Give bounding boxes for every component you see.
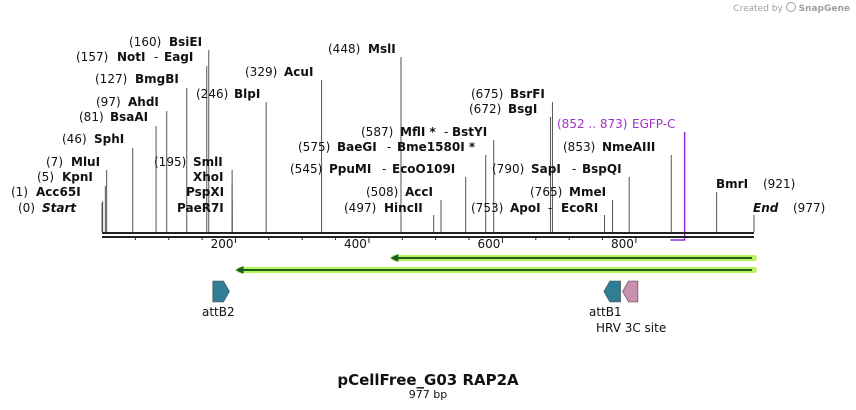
label-ecori[interactable]: EcoRI [561, 201, 598, 215]
label-mfli[interactable]: MflI * [400, 125, 436, 139]
label-paer7i[interactable]: PaeR7I [177, 201, 224, 215]
label-pos-5: (5) [37, 170, 54, 184]
orf-arrowhead-1[interactable] [235, 266, 244, 274]
ruler-label-200: 200 [211, 237, 234, 251]
label-ecoo109i[interactable]: EcoO109I [392, 162, 455, 176]
ruler-ticks: 200 400 600 800 [134, 237, 637, 251]
label-smli[interactable]: SmlI [193, 155, 223, 169]
label-apoi[interactable]: ApoI [510, 201, 541, 215]
snapgene-credit: Created by SnapGene [733, 2, 850, 14]
label-mlui[interactable]: MluI [71, 155, 100, 169]
label-dash: - [382, 162, 386, 176]
label-pos-508: (508) [366, 185, 398, 199]
label-pos-81: (81) [79, 110, 104, 124]
label-start[interactable]: Start [42, 201, 77, 215]
label-pspxi[interactable]: PspXI [186, 185, 224, 199]
label-bspqi[interactable]: BspQI [582, 162, 622, 176]
feature-arrow-2[interactable] [622, 280, 639, 303]
label-pos-587: (587) [361, 125, 393, 139]
snapgene-logo-icon [785, 2, 796, 12]
label-sphi[interactable]: SphI [94, 132, 124, 146]
map-subtitle: 977 bp [409, 388, 447, 401]
label-msli[interactable]: MslI [368, 42, 396, 56]
orf-arrows [235, 254, 757, 274]
feature-arrows [212, 280, 639, 303]
label-acci[interactable]: AccI [405, 185, 433, 199]
label-dash: - [444, 125, 448, 139]
label-pos-160: (160) [129, 35, 161, 49]
label-dash: - [548, 201, 552, 215]
feature-label-attb1: attB1 [589, 305, 622, 319]
label-sapi[interactable]: SapI [531, 162, 561, 176]
label-pos-545: (545) [290, 162, 322, 176]
label-pos-157: (157) [76, 50, 108, 64]
label-kpni[interactable]: KpnI [62, 170, 93, 184]
label-ppumi[interactable]: PpuMI [329, 162, 371, 176]
label-pos-127: (127) [95, 72, 127, 86]
feature-label-hrv3c: HRV 3C site [596, 321, 666, 335]
label-bsrfi[interactable]: BsrFI [510, 87, 545, 101]
feature-arrow-1[interactable] [603, 280, 621, 303]
label-bme1580i[interactable]: Bme1580I * [397, 140, 476, 154]
primer-name[interactable]: EGFP-C [632, 117, 675, 131]
label-acc65i[interactable]: Acc65I [36, 185, 81, 199]
ruler-label-600: 600 [478, 237, 501, 251]
label-pos-765: (765) [530, 185, 562, 199]
label-pos-853: (853) [563, 140, 595, 154]
label-bmri[interactable]: BmrI [716, 177, 748, 191]
enzyme-site-lines [101, 50, 755, 232]
label-bsaai[interactable]: BsaAI [110, 110, 148, 124]
label-pos-0: (0) [18, 201, 35, 215]
label-eagi[interactable]: EagI [164, 50, 193, 64]
label-pos-329: (329) [245, 65, 277, 79]
label-mmei[interactable]: MmeI [569, 185, 606, 199]
label-noti[interactable]: NotI [117, 50, 146, 64]
label-pos-195: (195) [154, 155, 186, 169]
label-pos-1: (1) [11, 185, 28, 199]
label-pos-497: (497) [344, 201, 376, 215]
label-acui[interactable]: AcuI [284, 65, 313, 79]
label-hincii[interactable]: HincII [384, 201, 423, 215]
label-pos-977: (977) [793, 201, 825, 215]
label-dash: - [154, 50, 158, 64]
label-blpi[interactable]: BlpI [234, 87, 260, 101]
label-pos-575: (575) [298, 140, 330, 154]
label-xhoi[interactable]: XhoI [193, 170, 224, 184]
feature-label-attb2: attB2 [202, 305, 235, 319]
label-nmeaiii[interactable]: NmeAIII [602, 140, 655, 154]
label-bstyi[interactable]: BstYI [452, 125, 487, 139]
sequence-backbone [102, 232, 754, 238]
label-pos-790: (790) [492, 162, 524, 176]
label-bmgbi[interactable]: BmgBI [135, 72, 179, 86]
label-pos-753: (753) [471, 201, 503, 215]
label-bsgi[interactable]: BsgI [508, 102, 537, 116]
primer-arrow[interactable] [670, 132, 686, 241]
feature-arrow-0[interactable] [212, 280, 230, 303]
label-pos-97: (97) [96, 95, 121, 109]
label-pos-46: (46) [62, 132, 87, 146]
label-pos-246: (246) [196, 87, 228, 101]
label-ahdi[interactable]: AhdI [128, 95, 159, 109]
label-pos-921: (921) [763, 177, 795, 191]
ruler-label-400: 400 [344, 237, 367, 251]
label-baegi[interactable]: BaeGI [337, 140, 377, 154]
ruler-label-800: 800 [611, 237, 634, 251]
label-pos-675: (675) [471, 87, 503, 101]
label-pos-672: (672) [469, 102, 501, 116]
label-pos-448: (448) [328, 42, 360, 56]
enzyme-labels: (0) Start (1) Acc65I (5) KpnI (7) MluI (… [11, 35, 825, 215]
label-bsiei[interactable]: BsiEI [169, 35, 202, 49]
orf-arrowhead-0[interactable] [390, 254, 399, 262]
label-dash: - [387, 140, 391, 154]
label-end[interactable]: End [753, 201, 779, 215]
label-dash: - [572, 162, 576, 176]
label-pos-7: (7) [46, 155, 63, 169]
primer-range: (852 .. 873) [557, 117, 627, 131]
map-title: pCellFree_G03 RAP2A [337, 371, 519, 389]
